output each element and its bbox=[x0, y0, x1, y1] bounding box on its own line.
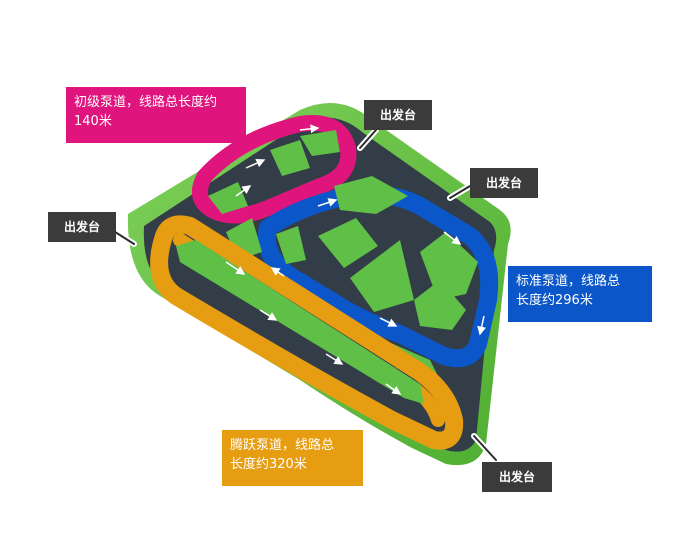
arrow-icon bbox=[317, 198, 338, 207]
direction-arrows bbox=[225, 124, 487, 395]
arrow-icon bbox=[385, 383, 402, 395]
arrow-icon bbox=[379, 317, 398, 327]
start-platform-right: 出发台 bbox=[470, 168, 538, 198]
arrow-icon bbox=[270, 267, 285, 277]
advanced-track bbox=[150, 215, 464, 450]
arrow-icon bbox=[443, 231, 462, 245]
standard-track-callout: 标准泵道，线路总 长度约296米 bbox=[508, 266, 652, 322]
start-platform-bottom: 出发台 bbox=[482, 462, 552, 492]
arrow-icon bbox=[235, 185, 252, 197]
arrow-icon bbox=[259, 309, 278, 321]
beginner-island bbox=[300, 130, 340, 156]
standard-island bbox=[350, 240, 414, 312]
arrow-icon bbox=[325, 353, 344, 365]
arrow-icon bbox=[299, 124, 320, 134]
standard-island bbox=[414, 280, 466, 330]
standard-island bbox=[334, 176, 408, 214]
advanced-island bbox=[176, 240, 424, 404]
arrow-icon bbox=[245, 158, 266, 169]
advanced-track-callout: 腾跃泵道，线路总 长度约320米 bbox=[222, 430, 363, 486]
start-platform-top: 出发台 bbox=[364, 100, 432, 130]
center-island bbox=[276, 226, 306, 264]
beginner-track bbox=[191, 115, 357, 224]
start-platform-left: 出发台 bbox=[48, 212, 116, 242]
beginner-island bbox=[270, 140, 310, 176]
arrow-icon bbox=[477, 315, 487, 336]
standard-island bbox=[420, 232, 478, 300]
beginner-island bbox=[208, 182, 248, 214]
beginner-track-callout: 初级泵道，线路总长度约 140米 bbox=[66, 87, 246, 143]
arrow-icon bbox=[225, 261, 246, 275]
standard-island bbox=[318, 218, 378, 268]
